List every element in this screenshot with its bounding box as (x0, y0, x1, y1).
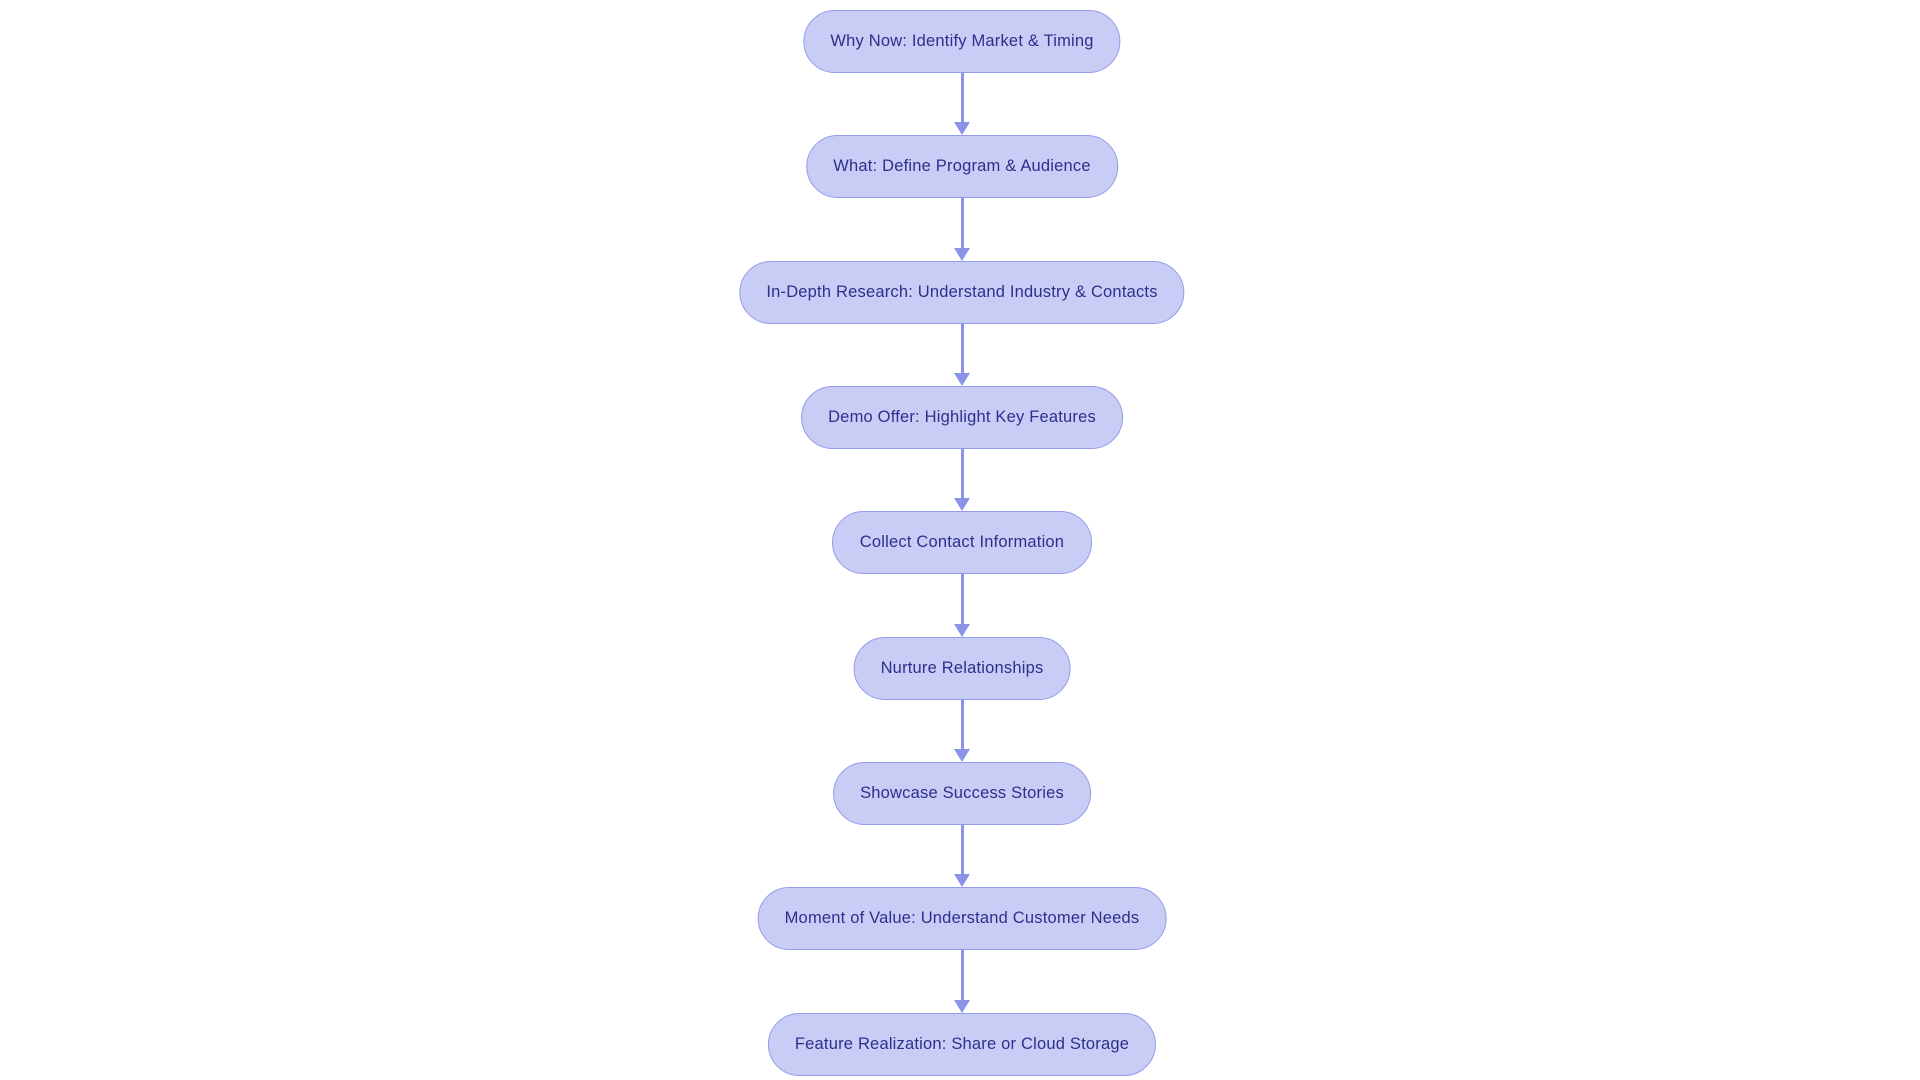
arrowhead-icon (954, 624, 970, 637)
flow-node-demo-offer: Demo Offer: Highlight Key Features (801, 386, 1123, 449)
flow-node-label: In-Depth Research: Understand Industry &… (766, 283, 1158, 301)
flow-node-why-now: Why Now: Identify Market & Timing (803, 10, 1121, 73)
arrow-line (960, 449, 964, 498)
flow-node-moment-of-value: Moment of Value: Understand Customer Nee… (757, 887, 1167, 950)
arrowhead-icon (954, 749, 970, 762)
flow-node-label: Feature Realization: Share or Cloud Stor… (794, 1035, 1130, 1053)
flow-node-nurture-relationships: Nurture Relationships (853, 637, 1071, 700)
flow-node-in-depth-research: In-Depth Research: Understand Industry &… (739, 261, 1185, 324)
arrowhead-icon (954, 122, 970, 135)
flow-node-showcase-success: Showcase Success Stories (833, 762, 1091, 825)
arrow-line (960, 700, 964, 749)
flow-node-label: Demo Offer: Highlight Key Features (828, 408, 1096, 426)
flow-arrow (954, 73, 970, 135)
arrowhead-icon (954, 874, 970, 887)
flow-node-label: Showcase Success Stories (860, 784, 1064, 802)
arrow-line (960, 324, 964, 373)
flow-arrow (954, 950, 970, 1013)
arrow-line (960, 198, 964, 248)
flow-node-collect-contact: Collect Contact Information (832, 511, 1092, 574)
arrow-line (960, 950, 964, 1000)
flow-node-what: What: Define Program & Audience (806, 135, 1118, 198)
flow-node-label: Moment of Value: Understand Customer Nee… (784, 909, 1140, 927)
flow-node-label: Why Now: Identify Market & Timing (830, 32, 1094, 50)
flow-node-label: Nurture Relationships (880, 659, 1044, 677)
flow-node-feature-realization: Feature Realization: Share or Cloud Stor… (767, 1013, 1157, 1076)
flow-arrow (954, 449, 970, 511)
arrow-line (960, 73, 964, 122)
flow-arrow (954, 825, 970, 887)
flow-node-label: Collect Contact Information (859, 533, 1065, 551)
arrowhead-icon (954, 248, 970, 261)
flow-arrow (954, 324, 970, 386)
arrow-line (960, 825, 964, 874)
flow-arrow (954, 198, 970, 261)
flow-arrow (954, 700, 970, 762)
arrowhead-icon (954, 373, 970, 386)
arrow-line (960, 574, 964, 624)
arrowhead-icon (954, 498, 970, 511)
flow-arrow (954, 574, 970, 637)
arrowhead-icon (954, 1000, 970, 1013)
flow-node-label: What: Define Program & Audience (833, 157, 1091, 175)
